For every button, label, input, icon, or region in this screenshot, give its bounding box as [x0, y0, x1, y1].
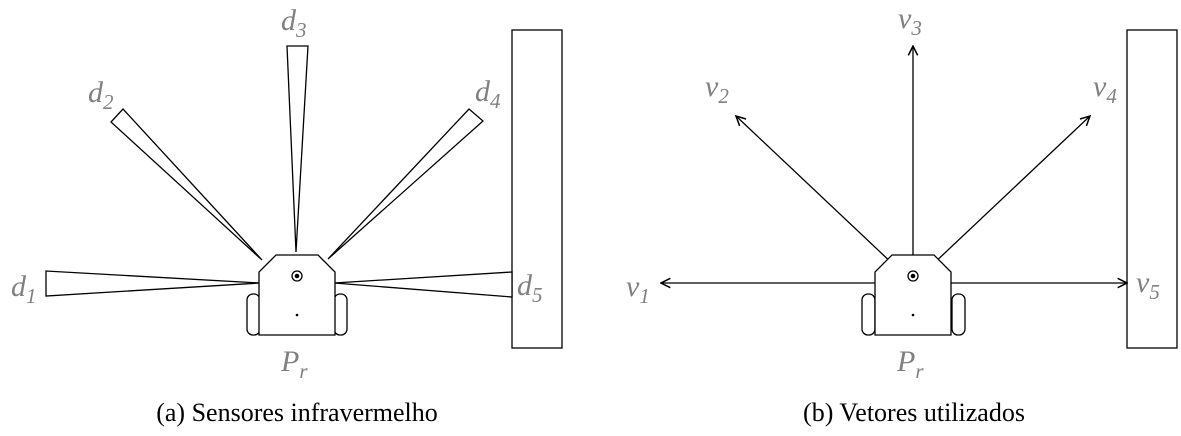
panel-b: v1 v2 v3 v4 v5 Pr (b) Vetores utilizados	[626, 2, 1178, 427]
label-v5: v5	[1136, 266, 1160, 304]
label-v1: v1	[626, 270, 650, 308]
caption-a: (a) Sensores infravermelho	[156, 398, 438, 427]
sensor-dot	[294, 273, 300, 279]
label-d4: d4	[475, 75, 501, 113]
robot	[861, 254, 966, 336]
label-d2: d2	[88, 76, 114, 114]
label-d5: d5	[517, 269, 543, 307]
robot-body	[258, 254, 336, 336]
label-v3: v3	[898, 2, 922, 40]
label-v4: v4	[1093, 70, 1117, 108]
vector-v2	[736, 116, 914, 284]
left-wheel	[861, 293, 876, 336]
vector-v4	[912, 116, 1090, 284]
sensor-dot	[910, 273, 916, 279]
label-pr-b: Pr	[896, 345, 924, 383]
wall	[1126, 29, 1178, 349]
sensor-beam-d2	[110, 108, 263, 261]
right-wheel	[333, 293, 348, 336]
sensor-beam-d4	[327, 108, 484, 260]
robot-body	[874, 254, 952, 336]
sensor-beam-d1	[45, 270, 261, 297]
robot	[246, 254, 348, 336]
robot-center	[295, 313, 299, 317]
caption-b: (b) Vetores utilizados	[803, 398, 1025, 427]
label-v2: v2	[705, 70, 729, 108]
label-d1: d1	[11, 270, 37, 308]
sensor-beam-d5	[333, 271, 513, 298]
label-d3: d3	[281, 4, 307, 42]
label-pr-a: Pr	[280, 345, 308, 383]
robot-center	[911, 313, 915, 317]
sensor-beam-d3	[286, 45, 309, 253]
wall	[511, 29, 563, 349]
left-wheel	[246, 293, 261, 336]
right-wheel	[951, 293, 966, 336]
panel-a: d1 d2 d3 d4 d5 Pr (a) Sensores infraverm…	[11, 4, 563, 427]
